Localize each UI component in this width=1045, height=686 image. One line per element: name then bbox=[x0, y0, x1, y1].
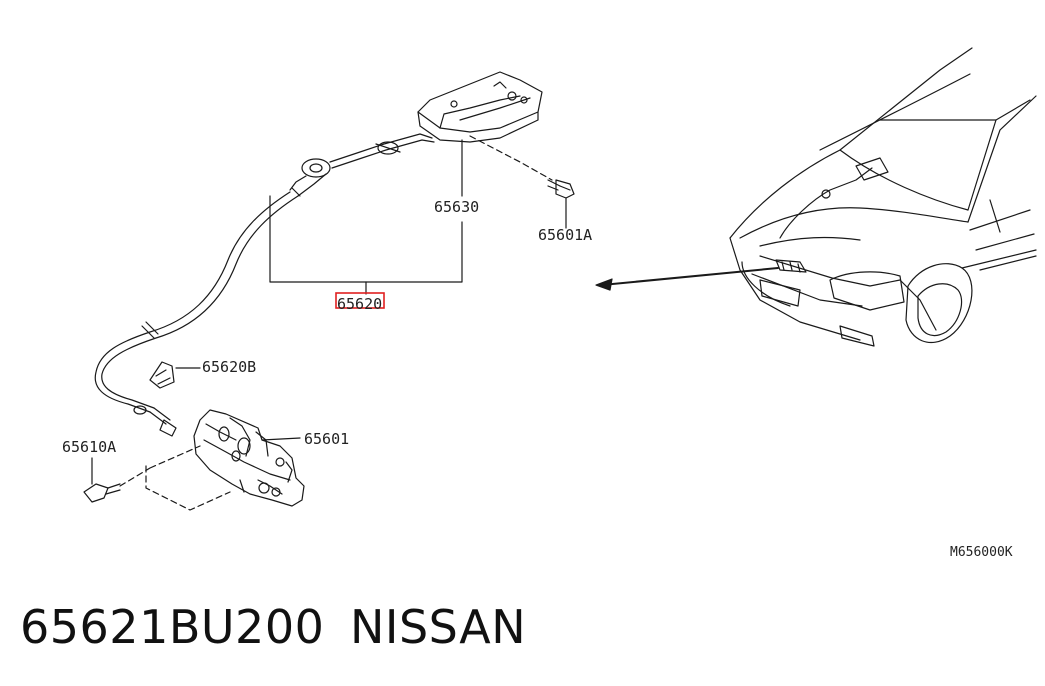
cable-clip bbox=[149, 361, 175, 389]
callout-65601a[interactable]: 65601A bbox=[538, 226, 592, 244]
leader-65601 bbox=[261, 437, 301, 441]
hood-release-handle bbox=[417, 71, 543, 143]
hood-release-cable bbox=[94, 133, 435, 437]
callout-65630[interactable]: 65630 bbox=[434, 198, 479, 216]
brand-name: NISSAN bbox=[350, 600, 527, 654]
location-arrow bbox=[595, 267, 779, 291]
bolt-65610a bbox=[83, 483, 121, 503]
part-number: 65621BU200 bbox=[20, 600, 325, 654]
callout-65601[interactable]: 65601 bbox=[304, 430, 349, 448]
drawing-code: M656000K bbox=[950, 545, 1013, 560]
callout-65610a[interactable]: 65610A bbox=[62, 438, 116, 456]
highlight-box bbox=[335, 292, 385, 309]
lock-leader-dashed bbox=[119, 445, 231, 511]
group-bracket bbox=[269, 139, 463, 295]
bolt-leader-dashed bbox=[469, 135, 553, 181]
parts-diagram: 65630 65601A 65620 65620B 65601 65610A M… bbox=[62, 47, 1037, 560]
bolt-65601a bbox=[547, 179, 575, 199]
vehicle-front-view bbox=[729, 47, 1037, 347]
hood-lock-assembly bbox=[193, 409, 305, 507]
callout-65620[interactable]: 65620 bbox=[337, 295, 382, 313]
callout-65620b[interactable]: 65620B bbox=[202, 358, 256, 376]
